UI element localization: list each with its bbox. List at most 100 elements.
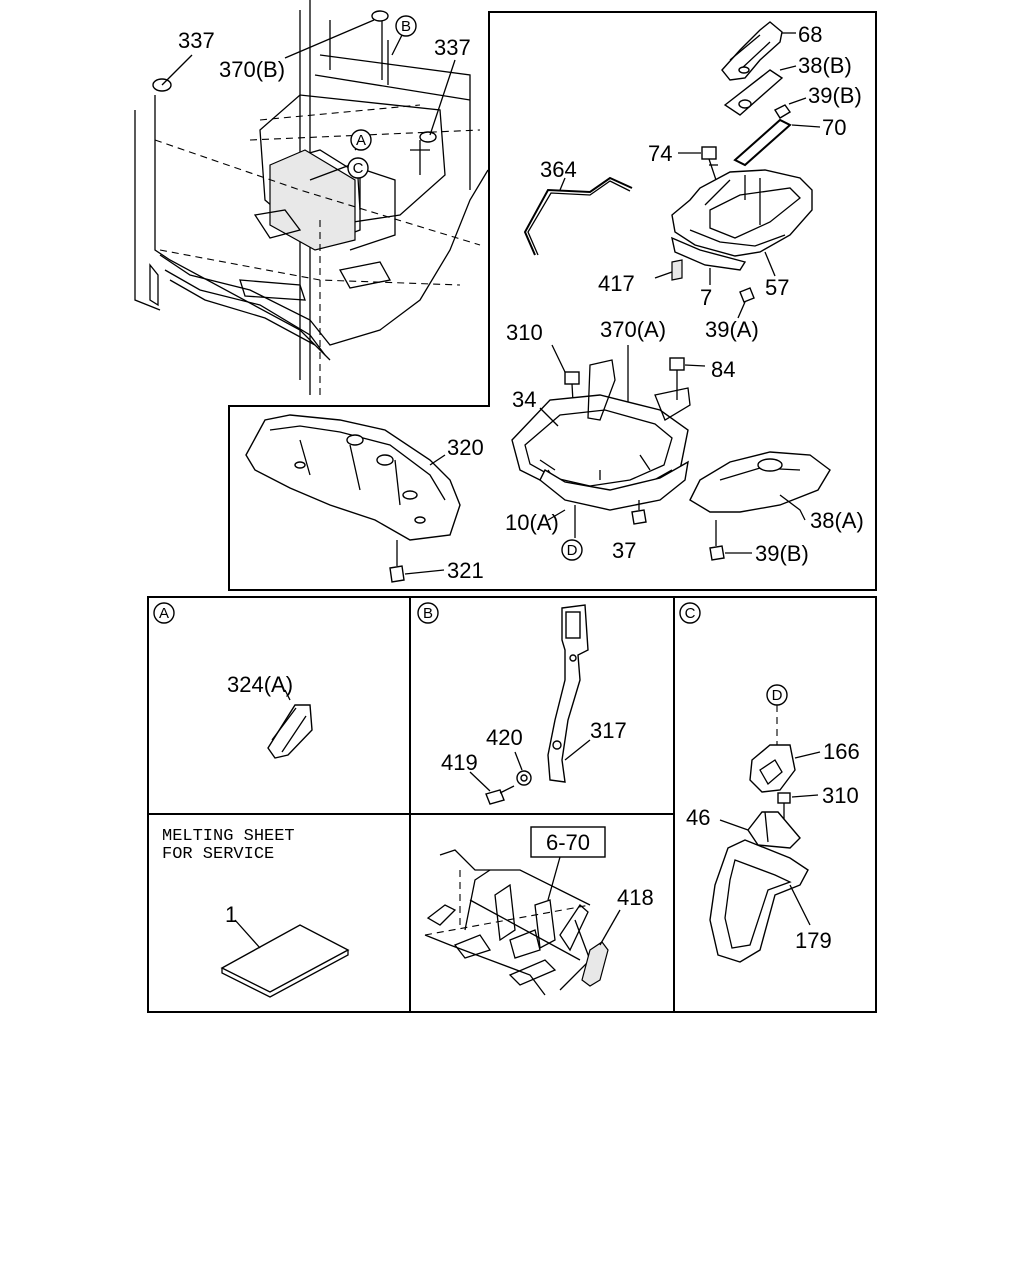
part-38b-plate xyxy=(723,65,797,116)
svg-text:370(B): 370(B) xyxy=(219,57,285,82)
part-324a-clip xyxy=(267,689,313,759)
svg-text:37: 37 xyxy=(612,538,636,563)
svg-text:320: 320 xyxy=(447,435,484,460)
svg-text:310: 310 xyxy=(822,783,859,808)
svg-text:D: D xyxy=(772,687,783,704)
callout-84: 84 xyxy=(711,357,735,382)
floor-detail-illustration xyxy=(424,849,591,996)
svg-text:B: B xyxy=(423,605,433,622)
panel-c-marker: C xyxy=(679,602,701,624)
part-420-washer xyxy=(514,751,532,786)
svg-text:337: 337 xyxy=(178,28,215,53)
frame-lines xyxy=(147,11,877,1013)
svg-text:417: 417 xyxy=(598,271,635,296)
svg-text:38(A): 38(A) xyxy=(810,508,864,533)
svg-text:70: 70 xyxy=(822,115,846,140)
part-7-tray xyxy=(671,236,747,285)
part-417-clip xyxy=(654,259,683,281)
callout-166: 166 xyxy=(823,739,860,764)
part-419-bolt xyxy=(469,771,515,805)
svg-text:74: 74 xyxy=(648,141,672,166)
svg-text:179: 179 xyxy=(795,928,832,953)
svg-text:34: 34 xyxy=(512,387,536,412)
panel-a-marker: A xyxy=(153,602,175,624)
callout-57: 57 xyxy=(765,275,789,300)
part-37-bolt xyxy=(631,500,647,525)
part-38a-plate xyxy=(689,451,831,521)
callout-70: 70 xyxy=(822,115,846,140)
part-418-pad xyxy=(581,909,621,987)
svg-text:57: 57 xyxy=(765,275,789,300)
svg-text:C: C xyxy=(353,160,364,177)
part-84-bolt xyxy=(669,357,706,400)
svg-text:A: A xyxy=(159,605,169,622)
svg-text:420: 420 xyxy=(486,725,523,750)
marker-c-overview: C xyxy=(347,157,369,179)
svg-text:B: B xyxy=(401,18,411,35)
part-321-fastener xyxy=(389,540,445,583)
callout-370a: 370(A) xyxy=(600,317,666,342)
melting-sheet-title: MELTING SHEET FOR SERVICE xyxy=(162,827,295,864)
callout-370b: 370(B) xyxy=(219,57,285,82)
callout-46: 46 xyxy=(686,805,710,830)
callout-337-left: 337 xyxy=(178,28,215,53)
svg-text:MELTING SHEET: MELTING SHEET xyxy=(162,827,295,846)
callout-38a: 38(A) xyxy=(810,508,864,533)
vehicle-floor-illustration xyxy=(134,0,489,395)
callout-179: 179 xyxy=(795,928,832,953)
marker-a-overview: A xyxy=(350,129,372,151)
svg-text:A: A xyxy=(356,132,366,149)
callout-68: 68 xyxy=(798,22,822,47)
marker-b-overview: B xyxy=(395,15,417,37)
svg-text:6-70: 6-70 xyxy=(546,830,590,855)
marker-d-tray: D xyxy=(561,539,583,561)
callout-317: 317 xyxy=(590,718,627,743)
part-179-bracket xyxy=(709,839,811,963)
callout-7: 7 xyxy=(700,285,712,310)
svg-text:321: 321 xyxy=(447,558,484,583)
callout-364: 364 xyxy=(540,157,577,182)
part-166-clamp xyxy=(749,744,821,793)
callout-37: 37 xyxy=(612,538,636,563)
svg-text:166: 166 xyxy=(823,739,860,764)
part-39b-bolt-bottom xyxy=(709,520,752,561)
callout-38b: 38(B) xyxy=(798,53,852,78)
svg-text:10(A): 10(A) xyxy=(505,510,559,535)
svg-text:39(A): 39(A) xyxy=(705,317,759,342)
callout-418: 418 xyxy=(617,885,654,910)
panel-c-d-marker: D xyxy=(766,684,788,745)
callout-419: 419 xyxy=(441,750,478,775)
svg-text:370(A): 370(A) xyxy=(600,317,666,342)
svg-text:C: C xyxy=(685,605,696,622)
callout-420: 420 xyxy=(486,725,523,750)
part-1-sheet xyxy=(220,919,350,998)
part-39a-bolt xyxy=(737,287,755,319)
callout-310: 310 xyxy=(506,320,543,345)
panel-b-marker: B xyxy=(417,602,439,624)
callout-417: 417 xyxy=(598,271,635,296)
svg-text:1: 1 xyxy=(225,902,237,927)
callout-39a: 39(A) xyxy=(705,317,759,342)
svg-text:39(B): 39(B) xyxy=(808,83,862,108)
svg-text:FOR SERVICE: FOR SERVICE xyxy=(162,845,274,864)
callout-337-right: 337 xyxy=(434,35,471,60)
svg-text:364: 364 xyxy=(540,157,577,182)
svg-text:419: 419 xyxy=(441,750,478,775)
part-39b-bolt-top xyxy=(773,97,807,119)
svg-text:38(B): 38(B) xyxy=(798,53,852,78)
part-70-strap xyxy=(733,118,821,167)
part-317-strap xyxy=(547,604,591,783)
callout-39b-bottom: 39(B) xyxy=(755,541,809,566)
callout-74: 74 xyxy=(648,141,672,166)
part-74-bolt xyxy=(678,146,718,181)
svg-text:D: D xyxy=(567,542,578,559)
callout-1: 1 xyxy=(225,902,237,927)
svg-text:337: 337 xyxy=(434,35,471,60)
callout-39b-top: 39(B) xyxy=(808,83,862,108)
part-10a-tray xyxy=(539,460,689,538)
callout-310-c: 310 xyxy=(822,783,859,808)
callout-10a: 10(A) xyxy=(505,510,559,535)
callout-320: 320 xyxy=(447,435,484,460)
svg-text:324(A): 324(A) xyxy=(227,672,293,697)
